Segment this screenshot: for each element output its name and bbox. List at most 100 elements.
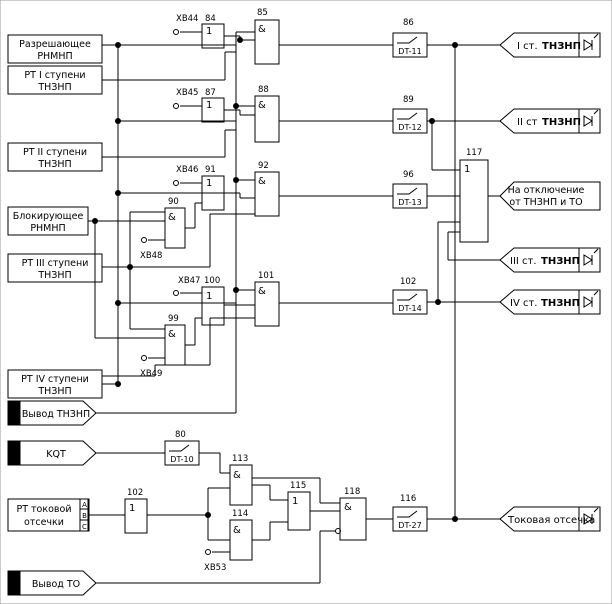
output-box-stage4	[499, 289, 601, 315]
output-stage1-roman: I ст.	[517, 41, 538, 52]
gate-115-num: 115	[290, 481, 306, 491]
gate-84-sym: 1	[206, 26, 212, 37]
output-box-trip	[499, 181, 601, 211]
gate-92-sym: &	[258, 176, 266, 187]
gate-100	[201, 286, 225, 326]
xb53-label: ХВ53	[204, 563, 226, 573]
timer-86-label: DT-11	[398, 47, 421, 56]
input-box-tnznp-disable	[7, 400, 97, 426]
gate-118-num: 118	[344, 487, 360, 497]
output-box-stage3	[499, 247, 601, 273]
output-box-cutoff	[499, 506, 601, 532]
output-stage4-roman: IV ст.	[510, 298, 537, 309]
input-label-rt3-1: РТ III ступени	[22, 258, 89, 269]
gate-87-sym: 1	[206, 100, 212, 111]
timer-86-num: 86	[403, 18, 414, 28]
gate-113-num: 113	[232, 454, 248, 464]
output-stage3-roman: III ст.	[510, 256, 537, 267]
pin-b: B	[82, 512, 87, 520]
xb46-label: ХВ46	[176, 165, 198, 175]
input-label-rt4-1: РТ IV ступени	[21, 374, 89, 385]
timer-116-label: DT-27	[398, 521, 421, 530]
gate-85-sym: &	[258, 24, 266, 35]
pin-c: C	[82, 523, 87, 531]
timer-80-label: DT-10	[170, 455, 193, 464]
gate-90-num: 90	[168, 197, 179, 207]
gate-88	[254, 95, 280, 143]
timer-89-label: DT-12	[398, 123, 421, 132]
gate-101-sym: &	[258, 286, 266, 297]
output-stage2-name: ТНЗНП	[542, 117, 581, 128]
gate-114-sym: &	[233, 525, 241, 536]
timer-96-num: 96	[403, 170, 414, 180]
gate-85-num: 85	[257, 8, 268, 18]
input-label-to-disable: Вывод ТО	[32, 579, 80, 590]
gate-84-num: 84	[205, 14, 216, 24]
timer-89-num: 89	[403, 95, 414, 105]
input-label-cutoff-2: отсечки	[24, 517, 64, 528]
input-label-cutoff-1: РТ токовой	[16, 504, 71, 515]
xb49-label: ХВ49	[140, 369, 162, 379]
timer-102-num: 102	[400, 277, 416, 287]
gate-117-num: 117	[466, 148, 482, 158]
gate-101	[254, 281, 280, 327]
xb45-label: ХВ45	[176, 88, 198, 98]
gate-102b	[124, 498, 148, 534]
gate-113-sym: &	[233, 470, 241, 481]
timer-116-num: 116	[400, 494, 416, 504]
input-box-rt-stage3	[7, 253, 103, 283]
xb47-label: ХВ47	[178, 276, 200, 286]
output-box-stage2	[499, 108, 601, 134]
gate-85	[254, 19, 280, 65]
gate-91-sym: 1	[206, 178, 212, 189]
input-box-rt-cutoff	[7, 498, 90, 532]
input-label-rt2-1: РТ II ступени	[23, 147, 87, 158]
gate-118-sym: &	[344, 502, 352, 513]
gate-88-num: 88	[258, 85, 269, 95]
input-box-kqt	[7, 440, 97, 466]
xb44-label: ХВ44	[176, 14, 198, 24]
gate-101-num: 101	[258, 271, 274, 281]
output-trip-1: На отключение	[508, 185, 585, 196]
input-label-rt2-2: ТНЗНП	[37, 159, 71, 170]
input-label-rt3-2: ТНЗНП	[37, 270, 71, 281]
output-stage3-name: ТНЗНП	[541, 256, 580, 267]
gate-91-num: 91	[205, 165, 216, 175]
gate-117-sym: 1	[464, 164, 470, 175]
gate-114-num: 114	[232, 509, 248, 519]
input-box-permissive	[7, 34, 103, 64]
gate-99-sym: &	[168, 329, 176, 340]
input-label-rt1-1: РТ I ступени	[24, 70, 85, 81]
input-box-to-disable	[7, 570, 97, 596]
gate-87-num: 87	[205, 88, 216, 98]
input-label-kqt: KQT	[46, 449, 66, 460]
gate-90-sym: &	[168, 212, 176, 223]
input-label-block-1: Блокирующее	[13, 211, 84, 222]
input-label-permissive-2: РНМНП	[37, 51, 72, 62]
gate-92	[254, 171, 280, 217]
gate-102b-sym: 1	[129, 503, 135, 514]
input-label-rt1-2: ТНЗНП	[37, 82, 71, 93]
gate-100-sym: 1	[206, 291, 212, 302]
input-label-permissive-1: Разрешающее	[19, 39, 91, 50]
gate-102b-num: 102	[127, 488, 143, 498]
output-stage2-roman: II ст	[517, 117, 538, 128]
timer-80-num: 80	[175, 430, 186, 440]
gate-92-num: 92	[258, 161, 269, 171]
gate-99-num: 99	[168, 314, 179, 324]
gate-88-sym: &	[258, 100, 266, 111]
output-stage4-name: ТНЗНП	[541, 298, 580, 309]
gate-115-sym: 1	[292, 496, 298, 507]
output-trip-2: от ТНЗНП и ТО	[509, 197, 582, 208]
timer-96-label: DT-13	[398, 198, 421, 207]
pin-a: A	[82, 501, 87, 509]
xb48-label: ХВ48	[140, 251, 162, 261]
gate-100-num: 100	[204, 276, 220, 286]
input-label-rt4-2: ТНЗНП	[37, 386, 71, 397]
timer-102-label: DT-14	[398, 304, 421, 313]
output-stage1-name: ТНЗНП	[542, 41, 581, 52]
input-label-block-2: РНМНП	[30, 223, 65, 234]
output-cutoff-text: Токовая отсечка	[507, 515, 595, 526]
input-label-tnznp-disable: Вывод ТНЗНП	[22, 409, 90, 420]
